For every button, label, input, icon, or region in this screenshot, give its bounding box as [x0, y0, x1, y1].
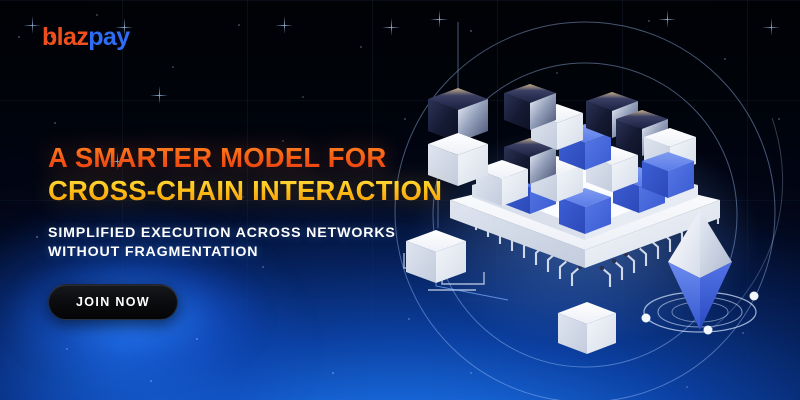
- logo-text-primary: blaz: [42, 23, 89, 51]
- sparkle-icon: [115, 18, 133, 36]
- sparkle-icon: [762, 18, 780, 36]
- subheadline-line-1: SIMPLIFIED EXECUTION ACROSS NETWORKS: [48, 224, 396, 241]
- join-now-button[interactable]: JOIN NOW: [48, 284, 178, 320]
- sparkle-icon: [108, 152, 126, 170]
- cube-stack-grid: [476, 84, 696, 234]
- hero-copy: A SMARTER MODEL FOR CROSS-CHAIN INTERACT…: [48, 142, 468, 263]
- page-title: A SMARTER MODEL FOR CROSS-CHAIN INTERACT…: [48, 142, 468, 208]
- sparkle-icon: [430, 10, 448, 28]
- sparkle-icon: [23, 16, 41, 34]
- orbit-rings: [394, 21, 776, 400]
- floating-cube-left: [406, 230, 466, 283]
- illustration-blockchain-chip: [380, 0, 800, 400]
- logo-text-secondary: pay: [88, 23, 130, 51]
- cube-blue: [559, 188, 611, 234]
- sparkle-icon: [275, 16, 293, 34]
- ethereum-diamond: [641, 210, 759, 335]
- logo-blazpay[interactable]: blazpay: [42, 25, 130, 50]
- headline-line-2: CROSS-CHAIN INTERACTION: [48, 175, 468, 207]
- logo-dot-icon: [51, 34, 55, 38]
- headline-line-1: A SMARTER MODEL FOR: [48, 142, 468, 174]
- sparkle-icon: [150, 86, 168, 104]
- floating-cube-top-left: [428, 88, 488, 186]
- cube-white: [476, 160, 528, 206]
- cube-glass: [504, 84, 556, 130]
- floating-cube-bottom: [558, 302, 616, 354]
- subheadline-line-2: WITHOUT FRAGMENTATION: [48, 244, 259, 261]
- sparkle-icon: [382, 18, 400, 36]
- cube-blue: [642, 152, 694, 198]
- hero-subheadline: SIMPLIFIED EXECUTION ACROSS NETWORKS WIT…: [48, 224, 468, 263]
- sparkle-icon: [658, 10, 676, 28]
- join-now-button-label: JOIN NOW: [76, 295, 150, 309]
